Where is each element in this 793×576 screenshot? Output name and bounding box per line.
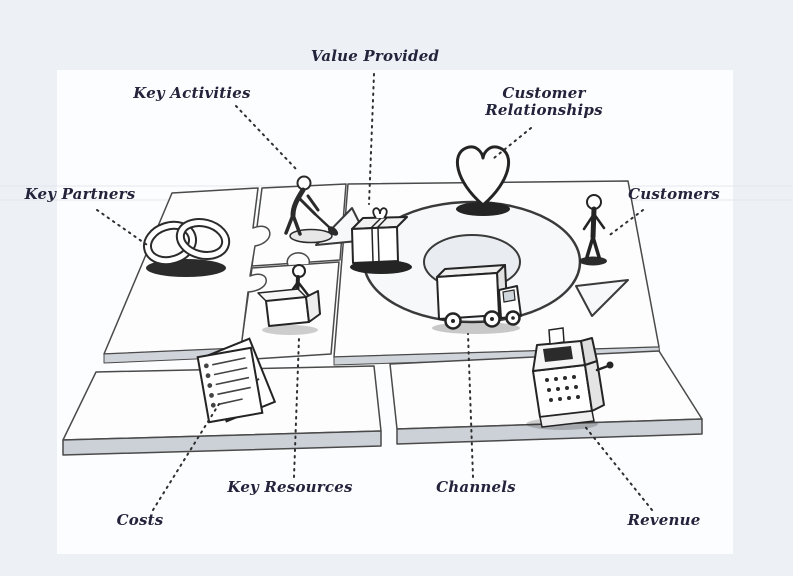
value-provided-leader xyxy=(368,73,375,205)
channels-leader xyxy=(467,333,474,478)
customer-person-icon xyxy=(579,194,607,266)
leader-lines xyxy=(96,73,653,511)
delivery-truck-icon xyxy=(432,264,522,334)
costs-leader xyxy=(152,403,220,511)
gift-box-icon xyxy=(350,207,412,274)
customers-leader xyxy=(606,209,644,238)
label-costs: Costs xyxy=(116,511,164,529)
invoice-papers-icon xyxy=(196,337,277,424)
label-key-resources: Key Resources xyxy=(227,478,353,496)
key-partners-leader xyxy=(96,209,151,248)
label-value-provided: Value Provided xyxy=(310,47,440,65)
customer-relationships-leader xyxy=(493,127,532,159)
costs-slab-edge xyxy=(62,430,382,456)
revenue-leader xyxy=(582,423,653,511)
label-key-activities: Key Activities xyxy=(133,84,251,102)
puzzle-tab xyxy=(286,252,311,266)
heart-icon xyxy=(456,145,510,216)
revenue-slab-edge xyxy=(396,418,703,445)
cash-register-icon xyxy=(526,327,614,430)
label-key-partners: Key Partners xyxy=(24,185,136,203)
label-revenue: Revenue xyxy=(627,511,701,529)
interlocked-rings-icon xyxy=(143,218,231,277)
label-channels: Channels xyxy=(436,478,516,496)
key-activities-leader xyxy=(235,105,298,171)
person-with-box-icon xyxy=(257,264,321,335)
label-customers: Customers xyxy=(628,185,720,203)
label-customer-relationships: Customer Relationships xyxy=(485,84,603,120)
arrowhead-right xyxy=(575,279,629,317)
digging-person-icon xyxy=(284,175,339,244)
